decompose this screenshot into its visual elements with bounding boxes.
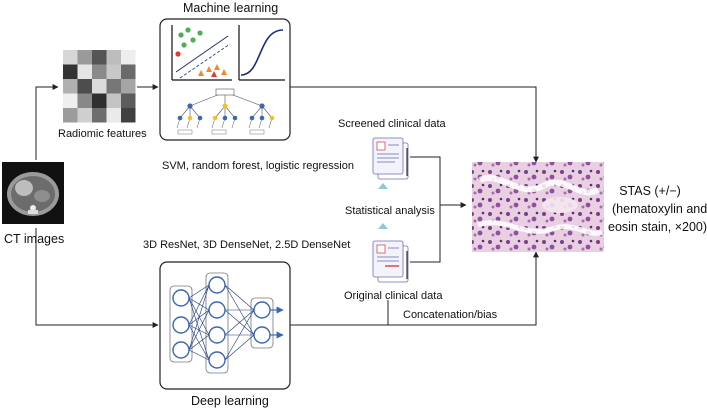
tree-node [232,115,238,121]
feature-cell [63,64,78,79]
feature-cell [121,93,136,108]
radiomic-feature-grid [63,50,136,123]
tree-node [187,115,193,121]
original-to-merge-line [410,205,441,263]
connectors [35,84,539,328]
nn-neuron [208,276,226,294]
concatenation-label: Concatenation/bias [403,309,498,321]
ml-box [159,18,291,141]
stas-label-line3: eosin stain, ×200) [608,220,707,234]
tree-node [259,115,265,121]
dl-methods-label: 3D ResNet, 3D DenseNet, 2.5D DenseNet [143,239,351,251]
feature-cell [121,108,136,123]
tree-node [197,115,203,121]
feature-cell [92,93,107,108]
ct-to-radiomic-line [35,84,59,160]
svm-scatter-icon [171,25,232,81]
ct-images-label: CT images [4,232,65,246]
screened-to-merge-line [410,156,467,208]
statistical-analysis-arrow-up-icon-2 [378,223,388,229]
feature-cell [77,93,92,108]
tree-leaf-box [177,129,193,135]
feature-cell [77,50,92,65]
feature-cell [77,108,92,123]
tree-root-node [215,88,235,96]
feature-cell [92,79,107,94]
nn-neuron [208,301,226,319]
dl-to-stas-line [290,251,539,326]
ml-methods-label: SVM, random forest, logistic regression [162,160,354,172]
tree-node [269,115,275,121]
ct-image [2,162,64,224]
ml-to-stas-line [290,86,539,163]
feature-cell [106,79,121,94]
statistical-analysis-label: Statistical analysis [345,205,435,217]
feature-cell [63,108,78,123]
feature-cell [77,64,92,79]
feature-cell [63,50,78,65]
nn-neuron [253,326,271,344]
ml-title: Machine learning [183,1,279,15]
dl-title: Deep learning [191,394,269,408]
feature-cell [92,108,107,123]
stas-label-line1: STAS (+/−) [619,184,681,198]
pipeline-diagram: Machine learning Radiomic features SVM, … [2,1,707,408]
original-clinical-label: Original clinical data [344,290,443,302]
diagram-canvas [2,18,604,390]
feature-cell [106,64,121,79]
tree-node [187,103,193,109]
neural-network-icon [169,272,284,374]
nn-neuron [172,289,190,307]
feature-cell [92,50,107,65]
nn-neuron [253,301,271,319]
feature-cell [63,93,78,108]
nn-neuron [172,341,190,359]
random-forest-icon [176,88,275,135]
feature-cell [121,64,136,79]
tree-node [222,103,228,109]
he-stain-image [472,162,604,252]
feature-cell [63,79,78,94]
feature-cell [77,79,92,94]
statistical-analysis-arrow-up-icon [378,183,388,189]
tree-node [212,115,218,121]
feature-cell [106,108,121,123]
feature-cell [121,79,136,94]
logistic-curve-icon [238,25,285,81]
tree-node [177,115,183,121]
stas-label-line2: (hematoxylin and [612,202,707,216]
feature-cell [106,93,121,108]
tree-leaf-box [249,129,265,135]
radiomic-features-label: Radiomic features [58,128,147,140]
tree-leaf-box [211,129,227,135]
feature-cell [121,50,136,65]
nn-neuron [208,351,226,369]
dl-box [159,261,291,390]
feature-cell [106,50,121,65]
feature-cell [92,64,107,79]
screened-clinical-label: Screened clinical data [338,118,446,130]
nn-neuron [172,316,190,334]
tree-node [259,103,265,109]
nn-neuron [208,326,226,344]
original-clinical-doc-icon [372,240,409,283]
tree-node [222,115,228,121]
ct-to-dl-line [35,228,159,328]
screened-clinical-doc-icon [372,137,409,180]
tree-node [249,115,255,121]
